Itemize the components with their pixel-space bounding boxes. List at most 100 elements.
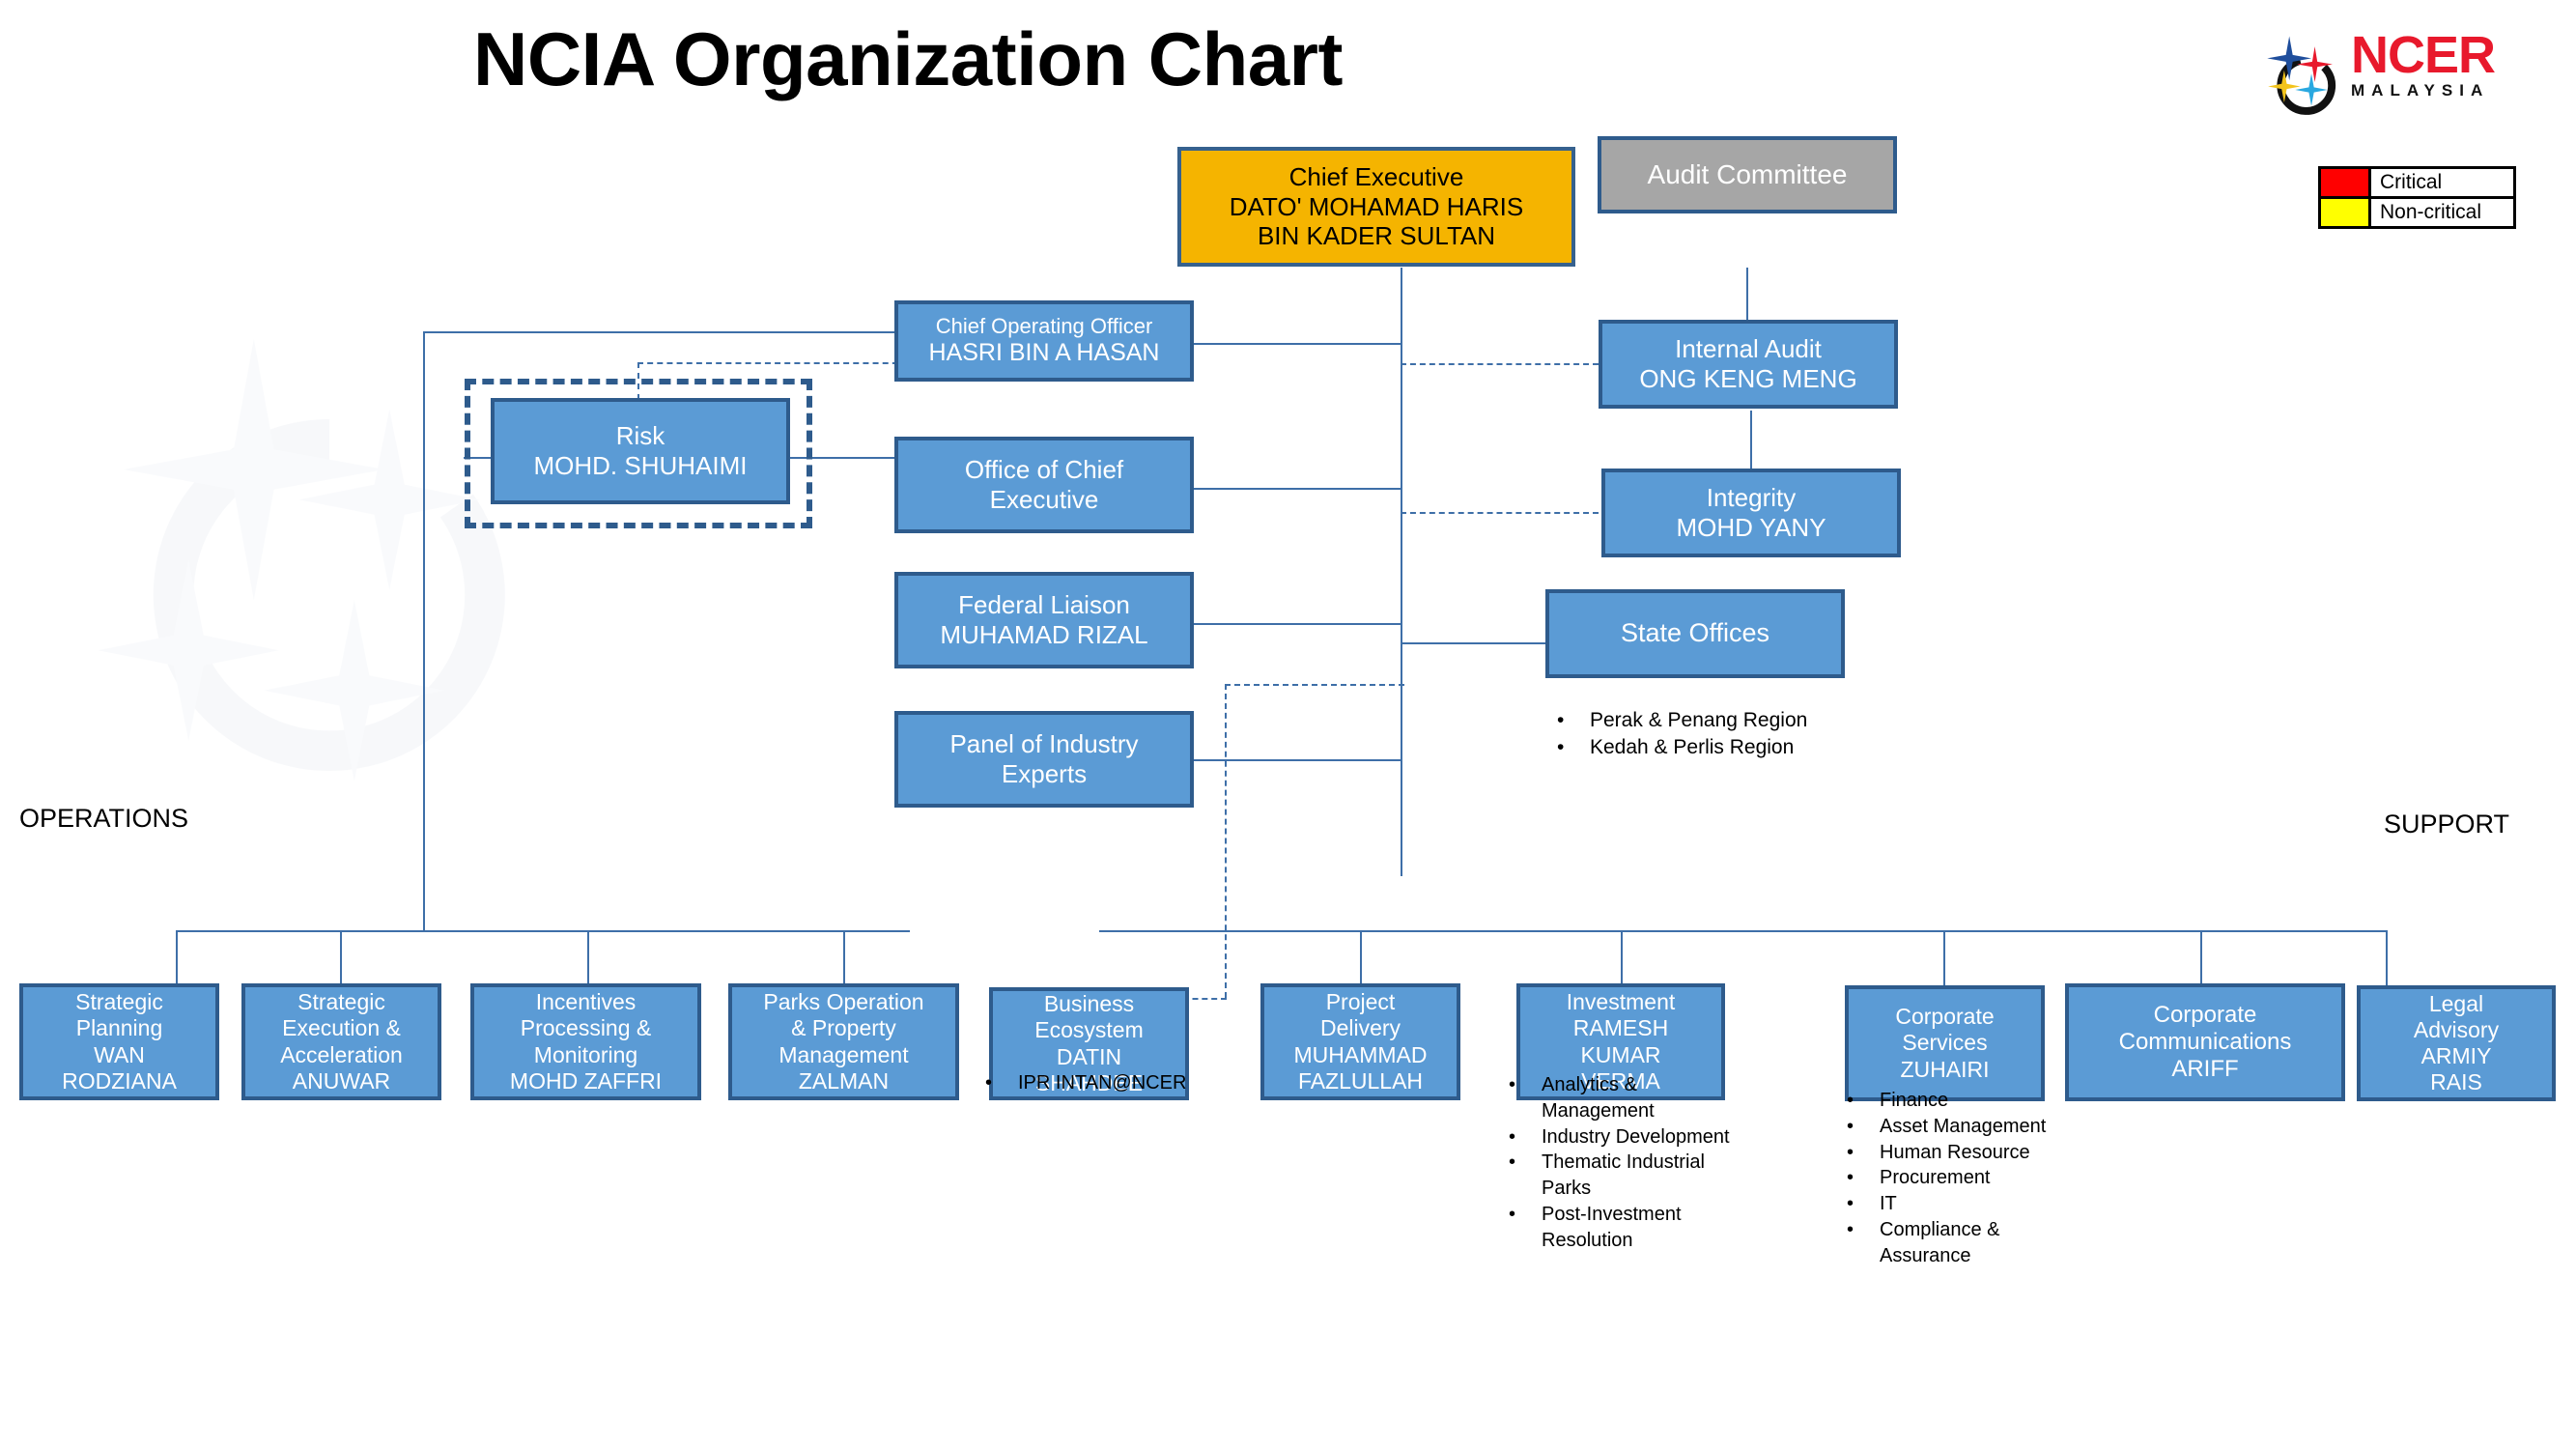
node-corporate-services[interactable]: Corporate Services ZUHAIRI	[1845, 985, 2045, 1101]
business-eco-line2: Ecosystem	[1034, 1017, 1144, 1043]
connector-dashed-officece-integrity	[1401, 512, 1599, 514]
list-item: • Compliance & Assurance	[1847, 1217, 2088, 1269]
audit-committee-title: Audit Committee	[1647, 159, 1848, 190]
connector-ops-rail-left	[176, 930, 910, 932]
node-federal-liaison[interactable]: Federal Liaison MUHAMAD RIZAL	[894, 572, 1194, 668]
legend-swatch-noncritical	[2318, 196, 2371, 229]
node-internal-audit[interactable]: Internal Audit ONG KENG MENG	[1599, 320, 1898, 409]
connector-sup-drop-3	[2386, 930, 2388, 985]
list-item: • Industry Development	[1509, 1124, 1750, 1151]
strategic-planning-line3: WAN	[94, 1041, 145, 1067]
legal-line2: Advisory	[2413, 1016, 2500, 1042]
logo-country: MALAYSIA	[2351, 81, 2490, 100]
investment-line4: VERMA	[1581, 1067, 1660, 1094]
integrity-name: MOHD YANY	[1676, 513, 1826, 542]
node-strategic-execution[interactable]: Strategic Execution & Acceleration ANUWA…	[241, 983, 441, 1100]
federal-liaison-title: Federal Liaison	[958, 590, 1130, 620]
connector-dashed-coo-risk-v	[637, 362, 639, 411]
legend-label-critical: Critical	[2368, 166, 2516, 199]
risk-title: Risk	[615, 421, 665, 451]
node-integrity[interactable]: Integrity MOHD YANY	[1601, 469, 1901, 557]
investment-item-1: Analytics & Management	[1542, 1074, 1655, 1122]
legal-line1: Legal	[2428, 990, 2484, 1016]
bullet-icon: •	[1847, 1115, 1854, 1137]
connector-sup-drop-1	[1943, 930, 1945, 985]
investment-line1: Investment	[1566, 989, 1676, 1015]
chief-executive-name-line2: BIN KADER SULTAN	[1257, 221, 1496, 251]
office-ce-title-line2: Executive	[989, 485, 1099, 514]
risk-dashed-frame	[465, 379, 812, 528]
state-offices-title: State Offices	[1620, 618, 1770, 648]
business-ecosystem-bullets: • IPR INTAN@NCER	[985, 1070, 1207, 1096]
node-parks-operation[interactable]: Parks Operation & Property Management ZA…	[728, 983, 959, 1100]
bullet-icon: •	[1557, 736, 1565, 759]
node-business-ecosystem[interactable]: Business Ecosystem DATIN SHAHDEE	[989, 987, 1189, 1100]
legend-row-noncritical: Non-critical	[2318, 196, 2516, 229]
strategic-planning-line4: RODZIANA	[62, 1067, 177, 1094]
node-incentives-processing[interactable]: Incentives Processing & Monitoring MOHD …	[470, 983, 701, 1100]
internal-audit-name: ONG KENG MENG	[1639, 364, 1857, 393]
support-label: SUPPORT	[2384, 810, 2510, 838]
coo-name: HASRI BIN A HASAN	[928, 339, 1160, 367]
investment-line2: RAMESH	[1572, 1015, 1669, 1041]
node-risk[interactable]: Risk MOHD. SHUHAIMI	[491, 398, 790, 504]
corp-comms-line3: ARIFF	[2171, 1056, 2239, 1083]
panel-experts-title-line1: Panel of Industry	[949, 729, 1139, 759]
investment-bullets: • Analytics & Management • Industry Deve…	[1509, 1072, 1750, 1254]
strategic-planning-line2: Planning	[75, 1015, 163, 1041]
project-delivery-line1: Project	[1325, 989, 1396, 1015]
connector-ce-spine	[1401, 268, 1402, 876]
bullet-icon: •	[1847, 1141, 1854, 1163]
support-item-6: Compliance & Assurance	[1880, 1218, 2000, 1266]
project-delivery-line3: MUHAMMAD	[1293, 1041, 1428, 1067]
connector-ops-drop-7	[1621, 930, 1623, 983]
node-strategic-planning[interactable]: Strategic Planning WAN RODZIANA	[19, 983, 219, 1100]
chief-executive-name-line1: DATO' MOHAMAD HARIS	[1229, 191, 1524, 221]
state-office-region-1: Perak & Penang Region	[1590, 709, 1808, 731]
node-chief-executive[interactable]: Chief Executive DATO' MOHAMAD HARIS BIN …	[1177, 147, 1575, 267]
node-state-offices[interactable]: State Offices	[1545, 589, 1845, 678]
node-investment[interactable]: Investment RAMESH KUMAR VERMA	[1516, 983, 1725, 1100]
project-delivery-line4: FAZLULLAH	[1297, 1067, 1424, 1094]
node-office-of-chief-executive[interactable]: Office of Chief Executive	[894, 437, 1194, 533]
investment-item-2: Industry Development	[1542, 1125, 1730, 1148]
strategic-execution-line4: ANUWAR	[292, 1067, 391, 1094]
node-project-delivery[interactable]: Project Delivery MUHAMMAD FAZLULLAH	[1260, 983, 1460, 1100]
investment-item-4: Post-Investment Resolution	[1542, 1203, 1682, 1251]
strategic-execution-line3: Acceleration	[280, 1041, 403, 1067]
node-legal-advisory[interactable]: Legal Advisory ARMIY RAIS	[2357, 985, 2556, 1101]
strategic-execution-line1: Strategic	[297, 989, 385, 1015]
panel-experts-title-line2: Experts	[1001, 759, 1088, 788]
parks-line1: Parks Operation	[763, 989, 924, 1015]
incentives-line1: Incentives	[535, 989, 637, 1015]
list-item: • Kedah & Perlis Region	[1557, 734, 1876, 761]
node-panel-of-industry-experts[interactable]: Panel of Industry Experts	[894, 711, 1194, 808]
bullet-icon: •	[1847, 1167, 1854, 1189]
legend: Critical Non-critical	[2318, 166, 2516, 229]
support-item-2: Asset Management	[1880, 1115, 2047, 1137]
connector-dashed-ce-internalaudit	[1401, 363, 1599, 365]
support-item-1: Finance	[1880, 1090, 1949, 1111]
node-coo[interactable]: Chief Operating Officer HASRI BIN A HASA…	[894, 300, 1194, 382]
node-corporate-communications[interactable]: Corporate Communications ARIFF	[2065, 983, 2345, 1101]
list-item: • Post-Investment Resolution	[1509, 1202, 1750, 1254]
project-delivery-line2: Delivery	[1319, 1015, 1401, 1041]
list-item: • Thematic Industrial Parks	[1509, 1150, 1750, 1202]
connector-ops-drop-3	[587, 930, 589, 983]
connector-ops-rail-right	[1099, 930, 1835, 932]
integrity-title: Integrity	[1706, 483, 1797, 513]
list-item: • IPR INTAN@NCER	[985, 1070, 1207, 1096]
connector-ops-drop-1	[176, 930, 178, 983]
legend-row-critical: Critical	[2318, 166, 2516, 199]
legal-line4: RAIS	[2430, 1069, 2482, 1095]
connector-ce-federal	[1194, 623, 1401, 625]
connector-dashed-spine-business-h1	[1225, 684, 1404, 686]
bullet-icon: •	[1509, 1125, 1516, 1148]
connector-coo-leftspine	[423, 331, 425, 930]
incentives-line4: MOHD ZAFFRI	[509, 1067, 663, 1094]
connector-sup-rail	[1835, 930, 2388, 932]
node-audit-committee[interactable]: Audit Committee	[1598, 136, 1897, 213]
list-item: • Perak & Penang Region	[1557, 707, 1876, 734]
list-item: • IT	[1847, 1191, 2088, 1217]
bullet-icon: •	[1847, 1218, 1854, 1240]
